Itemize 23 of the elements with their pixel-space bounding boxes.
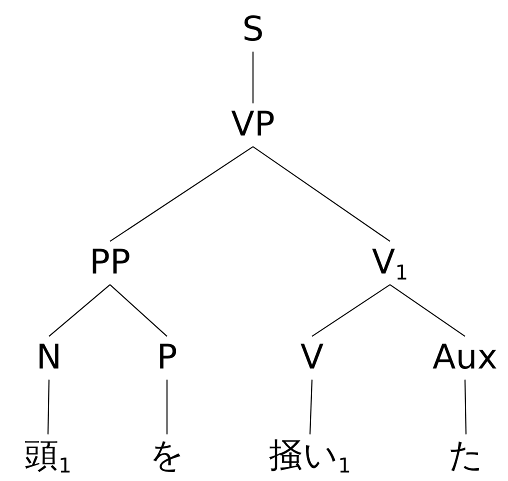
tree-branch-line [110,146,254,242]
tree-node-label: V$_{1}$ [372,244,408,282]
tree-node-label: た [448,437,484,475]
tree-node-label: 頭$_{1}$ [24,437,72,475]
tree-branch-line [166,380,168,434]
tree-node-label: PP [90,244,130,282]
tree-node-label: Aux [432,339,498,377]
tree-branch-line [110,284,168,337]
tree-node-label: N [36,339,62,377]
tree-branch-line [390,284,466,337]
tree-branch-line [252,146,390,242]
tree-node-label: VP [231,106,275,144]
tree-branch-line [48,284,110,337]
tree-node-label: を [150,437,184,475]
tree-node-label: V [300,339,324,377]
tree-branch-line [312,284,390,337]
tree-node-label: S [242,11,264,49]
tree-branch-line [47,380,50,434]
tree-node-label: P [156,339,178,377]
tree-branch-line [309,380,313,434]
tree-branch-line [252,52,254,104]
tree-branch-line [464,380,467,434]
tree-node-label: 掻い$_{1}$ [269,437,351,475]
